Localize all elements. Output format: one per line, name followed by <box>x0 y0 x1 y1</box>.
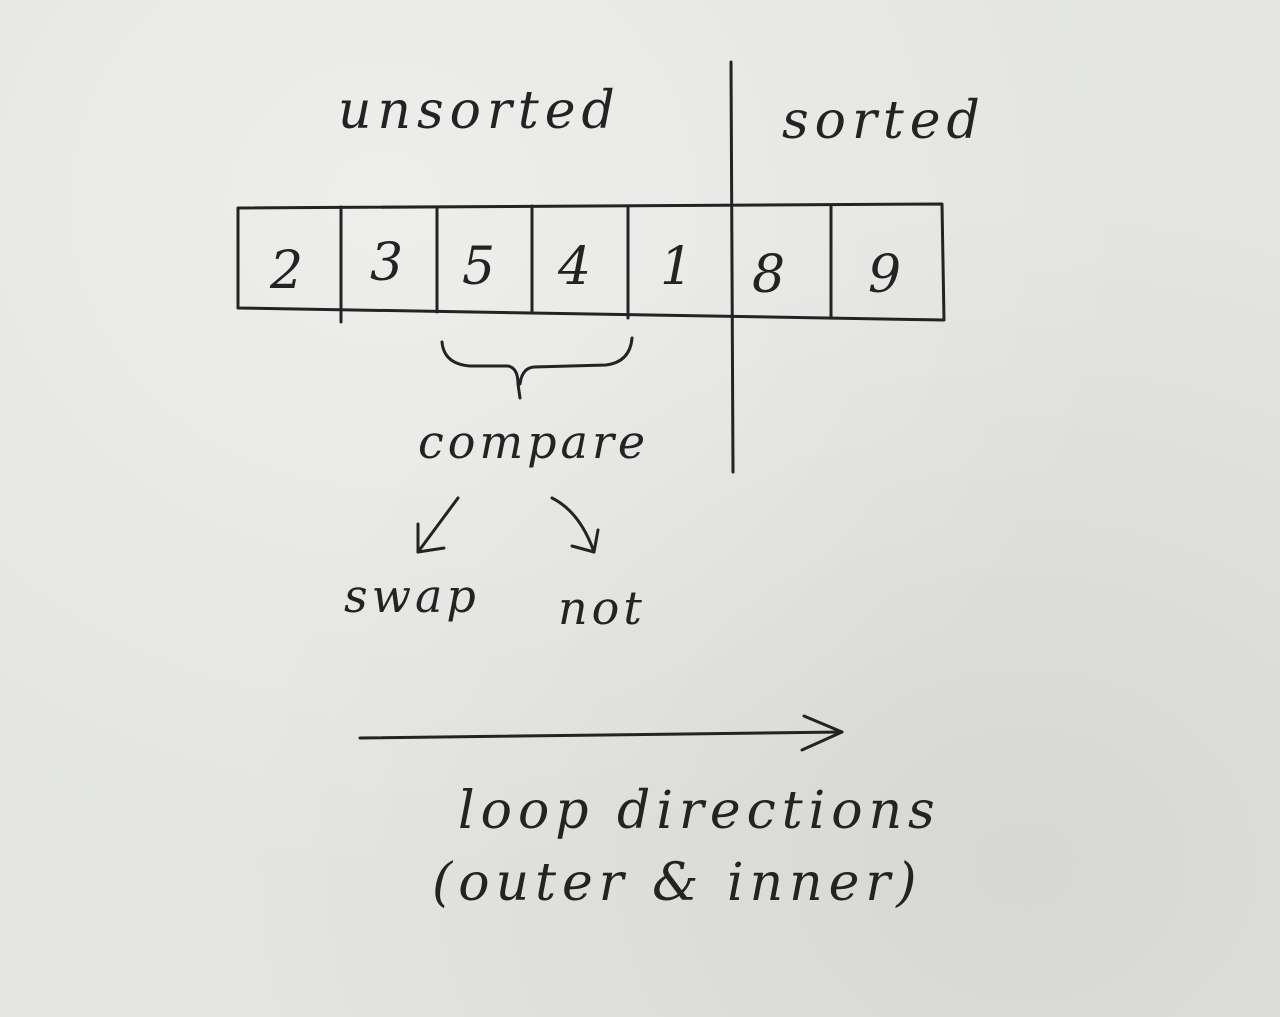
not-arrow-icon <box>550 496 600 554</box>
array-cell-separators <box>339 203 833 324</box>
array-cell-value: 5 <box>462 237 495 297</box>
compare-label: compare <box>418 415 649 469</box>
array-cell-value: 1 <box>660 237 693 297</box>
loop-direction-arrow-icon <box>358 714 844 752</box>
swap-label: swap <box>344 569 480 623</box>
array-cell-value: 9 <box>868 245 901 305</box>
compare-brace <box>440 336 634 400</box>
loop-directions-label: loop directions <box>458 781 941 841</box>
array-cell-value: 8 <box>752 245 785 305</box>
array-cell-value: 2 <box>269 241 303 301</box>
swap-arrow-icon <box>416 496 460 554</box>
array-cell-value: 4 <box>557 237 591 297</box>
sorted-label: sorted <box>782 91 986 151</box>
not-label: not <box>558 581 646 635</box>
array-box-outline <box>236 202 946 322</box>
array-cells: 2 3 5 4 1 8 9 <box>269 233 901 305</box>
loop-scope-label: (outer & inner) <box>432 853 923 913</box>
unsorted-label: unsorted <box>338 81 621 141</box>
array-cell-value: 3 <box>370 233 403 293</box>
sorted-divider-line <box>729 60 735 474</box>
